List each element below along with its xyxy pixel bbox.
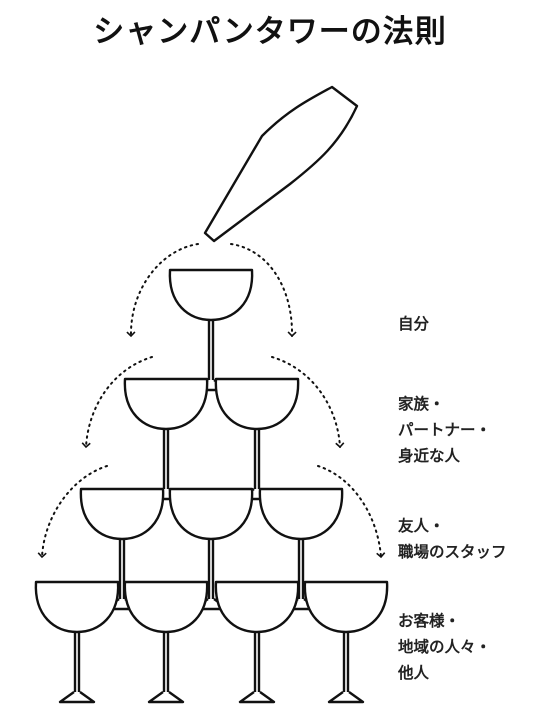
champagne-bottle-icon xyxy=(203,85,359,243)
flow-arrow xyxy=(126,243,199,338)
flow-arrow xyxy=(271,356,345,449)
tier-label-others: お客様・ 地域の人々・ 他人 xyxy=(398,608,491,686)
tier-label-line: 地域の人々・ xyxy=(398,638,492,656)
tier-label-line: 家族・ xyxy=(398,395,445,413)
flow-arrows xyxy=(37,243,386,559)
tier-label-line: お客様・ xyxy=(398,612,461,630)
tier-label-line: 職場のスタッフ xyxy=(398,543,507,561)
coupe-glass-icon xyxy=(168,268,254,392)
coupe-glass-icon xyxy=(123,377,209,501)
tier-label-line: 身近な人 xyxy=(398,447,461,465)
tier-label-family: 家族・ パートナー・ 身近な人 xyxy=(398,391,491,469)
tier-label-self: 自分 xyxy=(398,311,429,337)
flow-arrow xyxy=(317,465,386,559)
coupe-glass-icon xyxy=(214,377,300,501)
tier-label-line: 自分 xyxy=(398,315,430,333)
coupe-glass-icon xyxy=(123,580,209,704)
coupe-glass-icon xyxy=(214,580,300,704)
flow-arrow xyxy=(230,243,297,338)
tier-label-line: 他人 xyxy=(398,664,430,682)
tier-label-line: パートナー・ xyxy=(398,421,492,439)
coupe-glass-icon xyxy=(303,580,389,704)
diagram-title: シャンパンタワーの法則 xyxy=(93,14,447,50)
flow-arrow xyxy=(81,356,153,449)
tier-label-friends: 友人・ 職場のスタッフ xyxy=(398,513,507,565)
coupe-glass-icon xyxy=(34,580,120,704)
tier-label-line: 友人・ xyxy=(398,517,445,535)
flow-arrow xyxy=(37,465,108,559)
